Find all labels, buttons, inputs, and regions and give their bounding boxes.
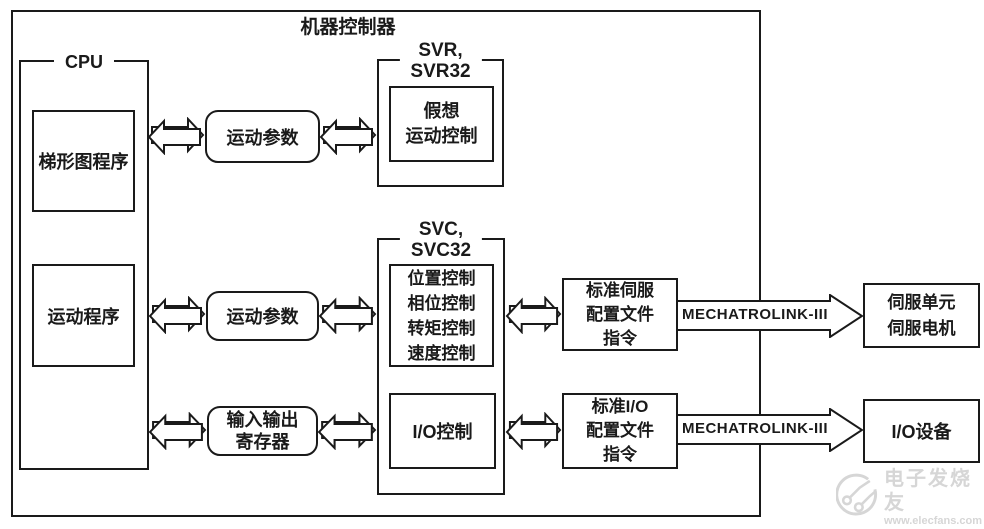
bidirectional-arrow-icon — [317, 412, 377, 450]
bidirectional-arrow-icon — [148, 296, 206, 334]
motion-program-box: 运动程序 — [32, 264, 135, 367]
io-control-box: I/O控制 — [389, 393, 496, 469]
virtual-motion-control-box: 假想 运动控制 — [389, 86, 494, 162]
watermark-text: 电子发烧友 www.elecfans.com — [884, 467, 982, 528]
elecfans-logo-icon — [836, 473, 878, 516]
servo-profile-box: 标准伺服 配置文件 指令 — [562, 278, 678, 351]
svc-label: SVC, SVC32 — [399, 219, 483, 261]
mechatrolink-servo-arrow-icon — [678, 294, 863, 338]
svr-label: SVR, SVR32 — [399, 40, 482, 82]
bidirectional-arrow-icon — [505, 296, 562, 334]
io-profile-box: 标准I/O 配置文件 指令 — [562, 393, 678, 469]
machine-controller-title: 机器控制器 — [300, 17, 396, 38]
bidirectional-arrow-icon — [147, 117, 205, 155]
watermark-brand: 电子发烧友 — [883, 467, 972, 514]
watermark: 电子发烧友 www.elecfans.com — [836, 467, 982, 528]
bidirectional-arrow-icon — [148, 412, 207, 450]
io-register-box: 输入输出 寄存器 — [207, 406, 318, 456]
watermark-site: www.elecfans.com — [883, 514, 982, 527]
servo-unit-box: 伺服单元 伺服电机 — [863, 283, 980, 348]
bidirectional-arrow-icon — [318, 296, 377, 334]
ladder-program-box: 梯形图程序 — [32, 110, 135, 212]
mechatrolink-io-arrow-icon — [678, 408, 863, 452]
mechatrolink-servo-label: MECHATROLINK-III — [681, 306, 829, 323]
motion-params-box-top: 运动参数 — [205, 110, 320, 163]
bidirectional-arrow-icon — [319, 117, 377, 155]
bidirectional-arrow-icon — [505, 412, 562, 450]
motion-control-box: 位置控制 相位控制 转矩控制 速度控制 — [389, 264, 494, 367]
io-device-box: I/O设备 — [863, 399, 980, 463]
mechatrolink-io-label: MECHATROLINK-III — [681, 420, 829, 437]
motion-params-box-mid: 运动参数 — [206, 291, 319, 341]
cpu-label: CPU — [53, 51, 115, 73]
